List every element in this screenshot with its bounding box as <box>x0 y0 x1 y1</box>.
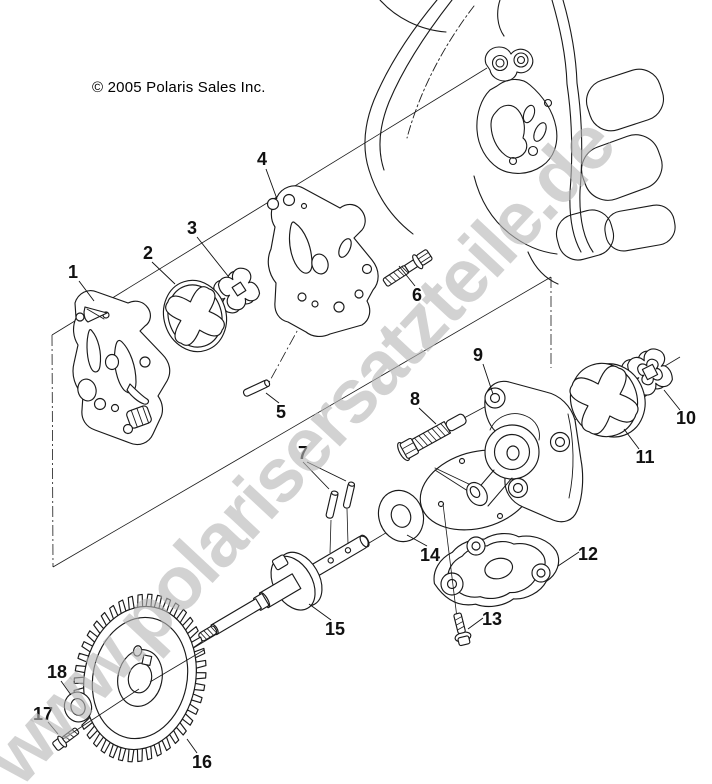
callout-number-3: 3 <box>187 218 197 238</box>
callout-leader-9 <box>482 363 494 395</box>
overlay-alignment-lines <box>62 649 205 740</box>
part-5-dowel-pin <box>242 379 271 397</box>
callout-leader-14 <box>406 534 428 547</box>
part-4-pump-plate <box>266 185 379 338</box>
callout-number-2: 2 <box>143 243 153 263</box>
callout-number-1: 1 <box>68 262 78 282</box>
callout-leader-12 <box>557 551 580 567</box>
copyright-notice: © 2005 Polaris Sales Inc. <box>92 79 266 96</box>
part-9-oil-pump-body <box>419 380 584 531</box>
callout-leader-6 <box>398 265 416 287</box>
callout-leader-17 <box>47 721 59 735</box>
callout-number-13: 13 <box>482 609 502 629</box>
callout-number-5: 5 <box>276 402 286 422</box>
part-6-bolt <box>382 249 433 287</box>
callout-leader-13 <box>467 617 484 630</box>
callout-leader-16 <box>186 738 198 754</box>
callout-number-11: 11 <box>635 447 654 467</box>
crankcase-half <box>364 0 676 285</box>
part-16-drive-gear <box>59 582 221 774</box>
callout-number-16: 16 <box>192 752 212 772</box>
part-8-bolt <box>397 413 467 462</box>
part-3-inner-rotor <box>213 267 261 314</box>
callout-number-17: 17 <box>33 704 53 724</box>
screw-alignment-line <box>442 503 459 627</box>
callout-leader-1 <box>78 280 95 302</box>
callout-leader-10 <box>663 389 681 411</box>
callout-number-12: 12 <box>578 544 598 564</box>
part-15-pump-shaft <box>198 534 370 642</box>
callout-number-14: 14 <box>420 545 440 565</box>
part-18-sealing-washer <box>63 691 93 723</box>
part-12-gasket-plate <box>433 533 560 608</box>
part-11-outer-rotor <box>560 362 646 438</box>
callout-number-15: 15 <box>325 619 345 639</box>
part-1-oil-pump-housing <box>72 290 171 446</box>
callout-leader-4 <box>265 168 278 200</box>
callout-number-10: 10 <box>676 408 696 428</box>
callout-number-4: 4 <box>257 149 267 169</box>
callout-number-9: 9 <box>473 345 483 365</box>
part-7-pins <box>325 481 356 519</box>
callout-leader-2 <box>151 261 176 285</box>
callout-leader-5 <box>265 392 280 404</box>
callout-number-18: 18 <box>47 662 67 682</box>
callout-leader-3 <box>196 236 229 277</box>
callout-leader-18 <box>60 680 72 696</box>
callout-leader-7 <box>306 461 347 482</box>
callout-leader-11 <box>623 428 640 450</box>
callout-number-7: 7 <box>298 443 308 463</box>
callout-number-6: 6 <box>412 285 422 305</box>
callout-number-8: 8 <box>410 389 420 409</box>
callout-leader-7 <box>302 461 330 490</box>
pin-alignment-lines <box>329 508 349 554</box>
part-13-screw <box>453 612 472 647</box>
callout-leader-8 <box>418 407 437 425</box>
part-14-washer <box>377 489 425 543</box>
callout-leader-15 <box>308 603 332 621</box>
part-2-outer-rotor <box>162 279 228 353</box>
